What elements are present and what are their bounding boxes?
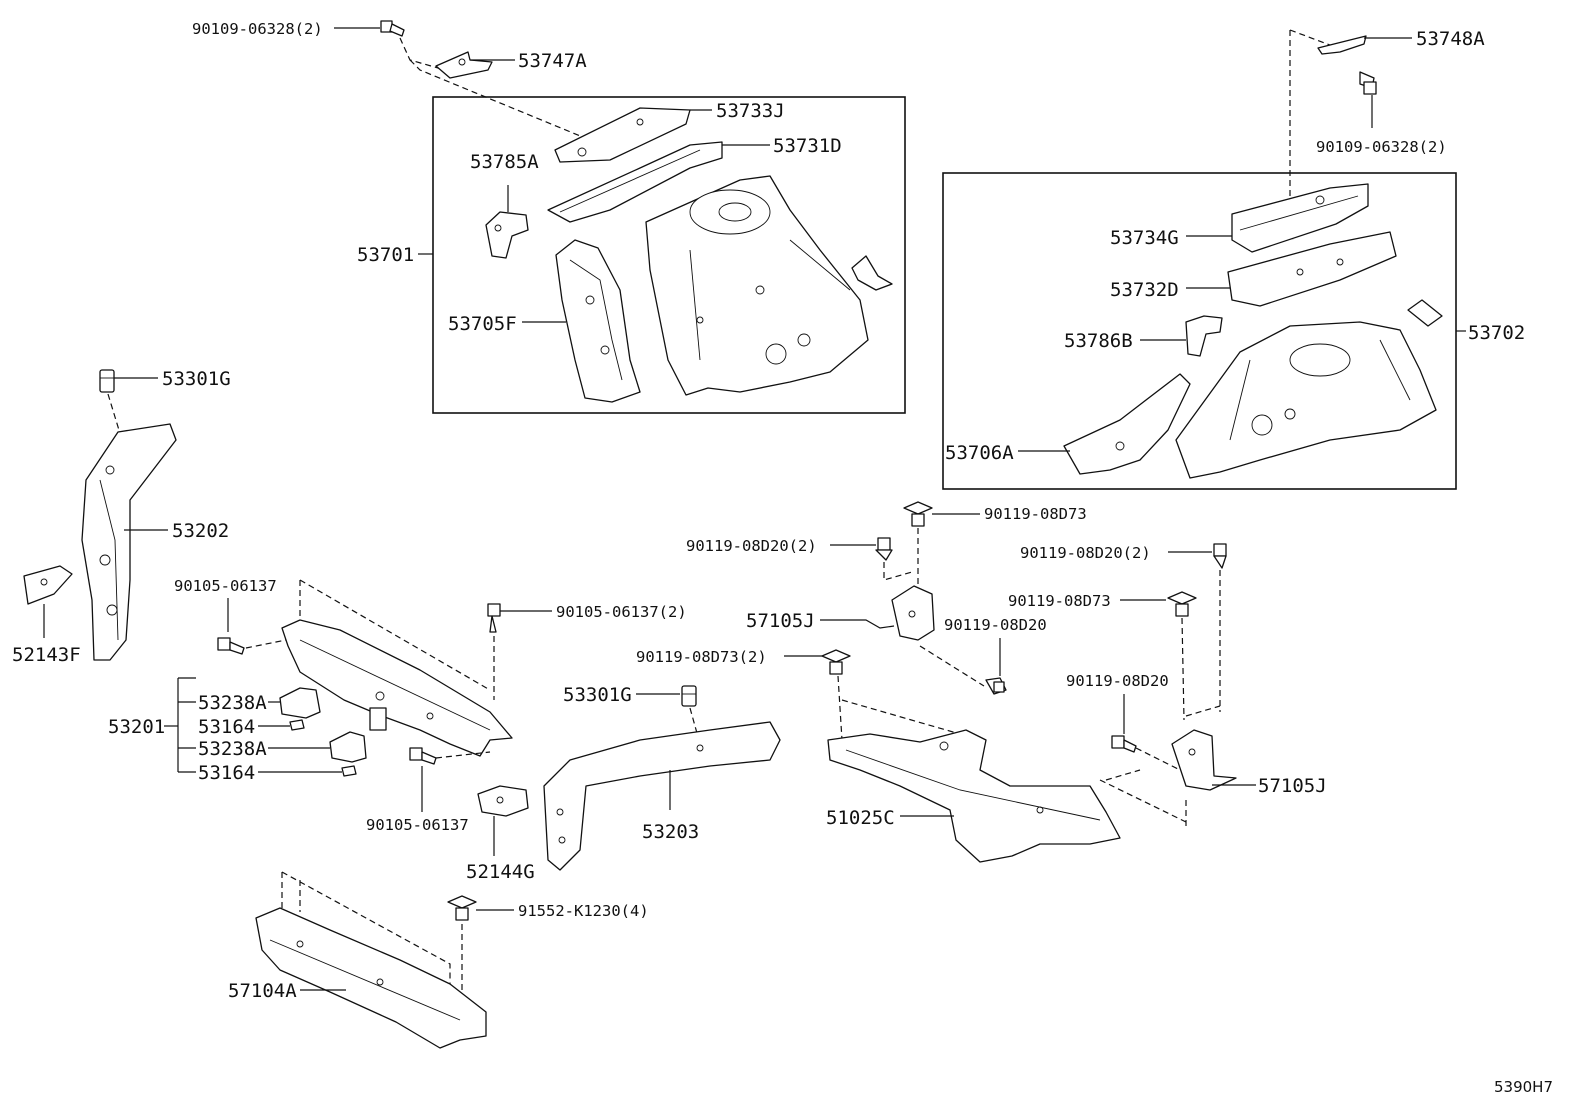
label-53734G[interactable]: 53734G: [1110, 227, 1179, 249]
label-53301G-mid[interactable]: 53301G: [563, 684, 632, 706]
label-53706A[interactable]: 53706A: [945, 442, 1014, 464]
bolt-icon: [1167, 591, 1197, 617]
label-53732D[interactable]: 53732D: [1110, 279, 1179, 301]
label-53785A[interactable]: 53785A: [470, 151, 539, 173]
label-90119-08D20-2-mid[interactable]: 90119-08D20(2): [686, 537, 817, 555]
label-90109-06328-left[interactable]: 90109-06328(2): [192, 20, 323, 38]
label-91552-K1230[interactable]: 91552-K1230(4): [518, 902, 649, 920]
bolt-icon: [487, 603, 501, 633]
label-53238A-2[interactable]: 53238A: [198, 738, 267, 760]
reinforcement-53733J-part: [554, 107, 691, 163]
label-90119-08D73-top[interactable]: 90119-08D73: [984, 505, 1087, 523]
label-90119-08D73-2[interactable]: 90119-08D73(2): [636, 648, 767, 666]
bolt-icon: [1213, 543, 1227, 569]
bolt-icon: [821, 649, 851, 675]
bumper-stopper-part: [681, 685, 697, 707]
label-90105-06137-c[interactable]: 90105-06137: [366, 816, 469, 834]
bolt-icon: [217, 637, 245, 655]
bracket-57105J-part: [1171, 729, 1237, 791]
bolt-icon: [447, 895, 477, 921]
label-53238A-1[interactable]: 53238A: [198, 692, 267, 714]
label-90105-06137-a[interactable]: 90105-06137: [174, 577, 277, 595]
label-57105J-left[interactable]: 57105J: [746, 610, 815, 632]
bolt-icon: [903, 501, 933, 527]
bracket-53747A-part: [435, 51, 493, 79]
label-51025C[interactable]: 51025C: [826, 807, 895, 829]
bracket-53786B-part: [1185, 315, 1223, 357]
label-90109-06328-right[interactable]: 90109-06328(2): [1316, 138, 1447, 156]
bracket-53748A-part: [1317, 35, 1367, 55]
label-90119-08D20-2-right[interactable]: 90119-08D20(2): [1020, 544, 1151, 562]
label-90119-08D20-mid[interactable]: 90119-08D20: [944, 616, 1047, 634]
radiator-support-53201-part: [281, 619, 513, 757]
bracket-52143F-part: [23, 565, 73, 605]
bracket-53238A-part: [329, 731, 367, 763]
label-90119-08D20-right[interactable]: 90119-08D20: [1066, 672, 1169, 690]
bolt-icon: [875, 537, 893, 561]
bracket-small-part: [1407, 299, 1443, 327]
crossmember-51025C-part: [827, 729, 1121, 863]
label-53164-2[interactable]: 53164: [198, 762, 255, 784]
label-53202[interactable]: 53202: [172, 520, 229, 542]
bracket-53238A-part: [279, 687, 321, 719]
diagram-code: 5390H7: [1494, 1078, 1553, 1096]
label-53731D[interactable]: 53731D: [773, 135, 842, 157]
label-53705F[interactable]: 53705F: [448, 313, 517, 335]
panel-57104A-part: [255, 907, 487, 1049]
clip-53164-part: [341, 765, 357, 777]
label-57105J-right[interactable]: 57105J: [1258, 775, 1327, 797]
apron-53706A-part: [1063, 373, 1191, 475]
member-53203-part: [543, 721, 781, 871]
label-53201[interactable]: 53201: [108, 716, 165, 738]
reinforcement-53734G-part: [1231, 183, 1369, 253]
bolt-icon: [409, 747, 437, 765]
label-53702[interactable]: 53702: [1468, 322, 1525, 344]
label-52143F[interactable]: 52143F: [12, 644, 81, 666]
apron-53705F-part: [555, 239, 641, 403]
reinforcement-53731D-part: [547, 141, 723, 223]
bracket-small-part: [851, 255, 893, 291]
label-90105-06137-b[interactable]: 90105-06137(2): [556, 603, 687, 621]
label-52144G[interactable]: 52144G: [466, 861, 535, 883]
apron-assembly-part: [645, 175, 869, 396]
bracket-52144G-part: [477, 785, 529, 817]
bolt-icon: [1359, 71, 1377, 95]
label-53701[interactable]: 53701: [357, 244, 414, 266]
label-53203[interactable]: 53203: [642, 821, 699, 843]
label-53786B[interactable]: 53786B: [1064, 330, 1133, 352]
label-53748A[interactable]: 53748A: [1416, 28, 1485, 50]
label-53747A[interactable]: 53747A: [518, 50, 587, 72]
clip-53164-part: [289, 719, 305, 731]
bumper-stopper-part: [99, 369, 115, 393]
pillar-53202-part: [81, 423, 177, 661]
apron-assembly-part: [1175, 321, 1437, 479]
label-53301G-left[interactable]: 53301G: [162, 368, 231, 390]
bolt-icon: [1111, 735, 1137, 753]
bolt-icon: [985, 677, 1007, 695]
label-90119-08D73-right[interactable]: 90119-08D73: [1008, 592, 1111, 610]
label-57104A[interactable]: 57104A: [228, 980, 297, 1002]
reinforcement-53732D-part: [1227, 231, 1397, 307]
bracket-57105J-part: [891, 585, 935, 641]
label-53164-1[interactable]: 53164: [198, 716, 255, 738]
group-box-53701: [432, 96, 906, 414]
bolt-icon: [380, 20, 405, 37]
bracket-53785A-part: [485, 211, 529, 259]
label-53733J[interactable]: 53733J: [716, 100, 785, 122]
